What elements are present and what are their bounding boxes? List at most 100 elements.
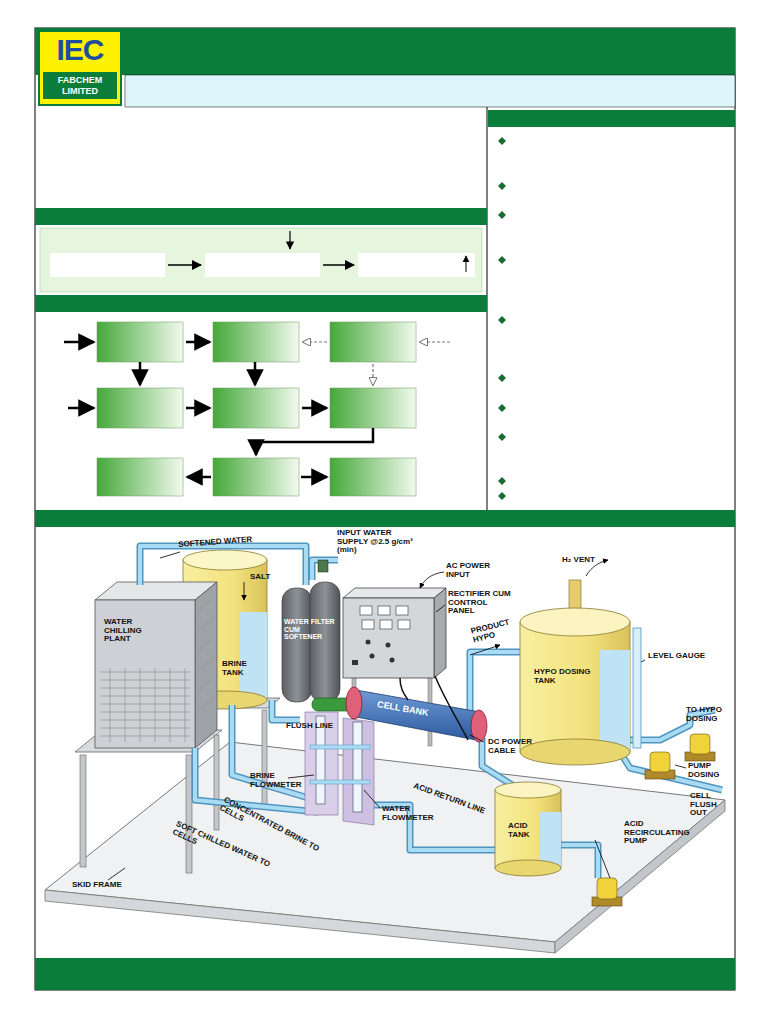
pipe-outline [140,546,722,878]
tank-top [183,550,267,570]
pipe [310,780,370,784]
part-label: LEVEL GAUGE [648,652,708,661]
part-label: SKID FRAME [72,881,142,890]
flow-arrow [187,476,211,479]
empty-box [213,322,299,362]
bullet-symbol [498,374,506,382]
page-frame [35,28,735,990]
empty-box [358,253,475,277]
dosing-pump [690,734,710,754]
panel-meter [396,606,408,615]
empty-box [330,388,416,428]
hypo-dosing-tank [520,622,630,752]
empty-box [97,458,183,496]
flowmeter-panel [343,718,374,825]
leader-line [595,840,610,878]
footer-band [35,958,735,990]
power-arrow [420,572,444,588]
part-label: HYPO DOSING TANK [534,668,594,685]
part-label: PRODUCT HYPO [470,616,521,644]
subheader-band [125,75,735,107]
bullet-symbol [498,433,506,441]
part-label: H₂ VENT [562,556,596,565]
flow-arrow [186,341,210,344]
stand-leg [80,755,86,867]
cell-flange [346,687,362,719]
pipe [310,745,370,749]
part-label: ACID TANK [508,822,546,839]
header-band [35,28,735,75]
part-label: TO HYPO DOSING [686,706,736,723]
flow-arrow [289,231,290,249]
inlet-valve [318,560,328,572]
flow-arrow [466,256,467,272]
bullet-symbol [498,182,506,190]
logo-box: IECFABCHEM LIMITED [38,30,122,106]
section-band [488,110,735,127]
dc-power-cable [435,676,468,740]
softener-vessel [310,582,340,702]
flow-arrow [139,362,142,385]
tank-base [520,739,630,765]
bullet-symbol [498,492,506,500]
flow-arrow [302,407,327,410]
part-label: BRINE FLOWMETER [250,772,302,789]
dc-power-cable [400,678,408,700]
part-label: INPUT WATER SUPPLY @2.5 g/cm² (min) [337,529,419,555]
part-label: CELL FLUSH OUT [690,792,732,818]
skid-side [555,800,725,953]
chiller-side [195,582,217,748]
bullet-symbol [498,211,506,219]
flow-arrow [186,407,210,410]
panel-side [434,588,446,678]
empty-box [213,388,299,428]
tank-water [240,612,267,700]
part-label: SALT [250,573,280,582]
tank-water [600,650,630,752]
panel-switch [352,660,358,665]
flow-arrow [470,645,500,655]
dashed-arrow [303,341,327,342]
section-band [35,208,487,225]
dosing-pump [650,752,670,772]
panel-knob [370,654,375,659]
stand-leg [186,755,192,873]
leader-line [641,660,645,662]
part-label: PUMP DOSING [688,762,734,779]
flow-arrow [256,428,373,455]
flow-arrow [168,264,201,266]
chiller-grille [100,598,213,742]
salt-arrow [244,582,245,600]
leader-line [364,790,380,808]
panel-knob [366,640,371,645]
level-gauge [633,628,641,748]
tank-top [520,608,630,636]
panel-meter [362,620,374,629]
process-strip [40,228,482,292]
panel-meter [380,620,392,629]
tank-top [495,782,561,798]
control-panel [343,598,434,678]
panel-meter [378,606,390,615]
panel-meter [360,606,372,615]
leader-line [470,735,484,742]
panel-knob [390,658,395,663]
empty-box [213,458,299,496]
panel-meter [398,620,410,629]
bullet-symbol [498,137,506,145]
empty-box [330,322,416,362]
empty-box [97,388,183,428]
empty-box [205,253,320,277]
flow-arrow [323,264,354,266]
logo-mark: IEC [40,32,120,72]
part-label: FLUSH LINE [286,722,346,731]
tank-base [495,860,561,876]
flow-arrow [254,362,257,385]
cell-bank [351,690,480,740]
part-label: WATER FILTER CUM SOFTENER [284,618,338,641]
dashed-arrow [372,364,373,385]
part-label: CELL BANK [376,700,447,722]
bullet-symbol [498,256,506,264]
